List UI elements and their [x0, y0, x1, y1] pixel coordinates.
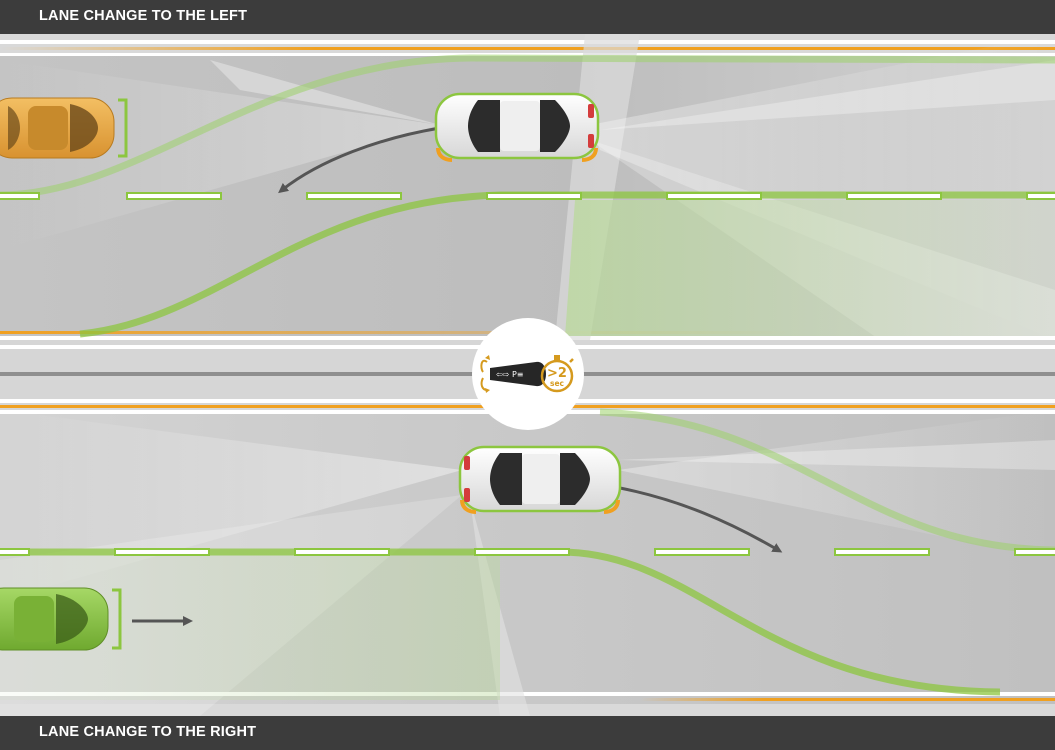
- turn-signal-indicator: ⇦⇨ P≡ >2 sec: [472, 318, 584, 430]
- top-lane-dashes: [0, 192, 1055, 200]
- top-edge-line-orange: [0, 47, 1055, 50]
- top-monitored-zone: [565, 200, 1055, 336]
- ego-car-bottom: [458, 445, 622, 514]
- bottom-road: [0, 408, 1055, 716]
- lane-change-right-title: LANE CHANGE TO THE RIGHT: [39, 724, 257, 740]
- bottom-banner: LANE CHANGE TO THE RIGHT: [0, 716, 1055, 750]
- green-car: [0, 587, 122, 651]
- orange-car: [0, 97, 128, 159]
- bottom-path-outer-left: [0, 548, 1001, 696]
- top-lane-change-arrow: [278, 126, 441, 194]
- lane-change-left-title: LANE CHANGE TO THE LEFT: [39, 8, 248, 24]
- ego-car-top: [434, 92, 600, 162]
- timer-unit: sec: [550, 379, 564, 388]
- bottom-lane-dashes: [0, 548, 1055, 556]
- top-banner: LANE CHANGE TO THE LEFT: [0, 0, 1055, 34]
- bottom-edge-line-orange: [640, 698, 1055, 701]
- bottom-lane-change-arrow: [619, 486, 783, 553]
- top-path-outer-right: [79, 191, 1055, 338]
- lever-label: ⇦⇨ P≡: [496, 370, 523, 379]
- bottom-monitored-zone: [0, 550, 500, 700]
- top-path-outer-left: [0, 54, 1055, 199]
- stopwatch-icon: >2 sec: [540, 355, 574, 393]
- top-road: [0, 34, 1055, 340]
- bottom-path-outer-right: [599, 408, 1055, 554]
- timer-value: >2: [547, 366, 567, 381]
- turn-signal-lever-icon: ⇦⇨ P≡: [480, 355, 546, 393]
